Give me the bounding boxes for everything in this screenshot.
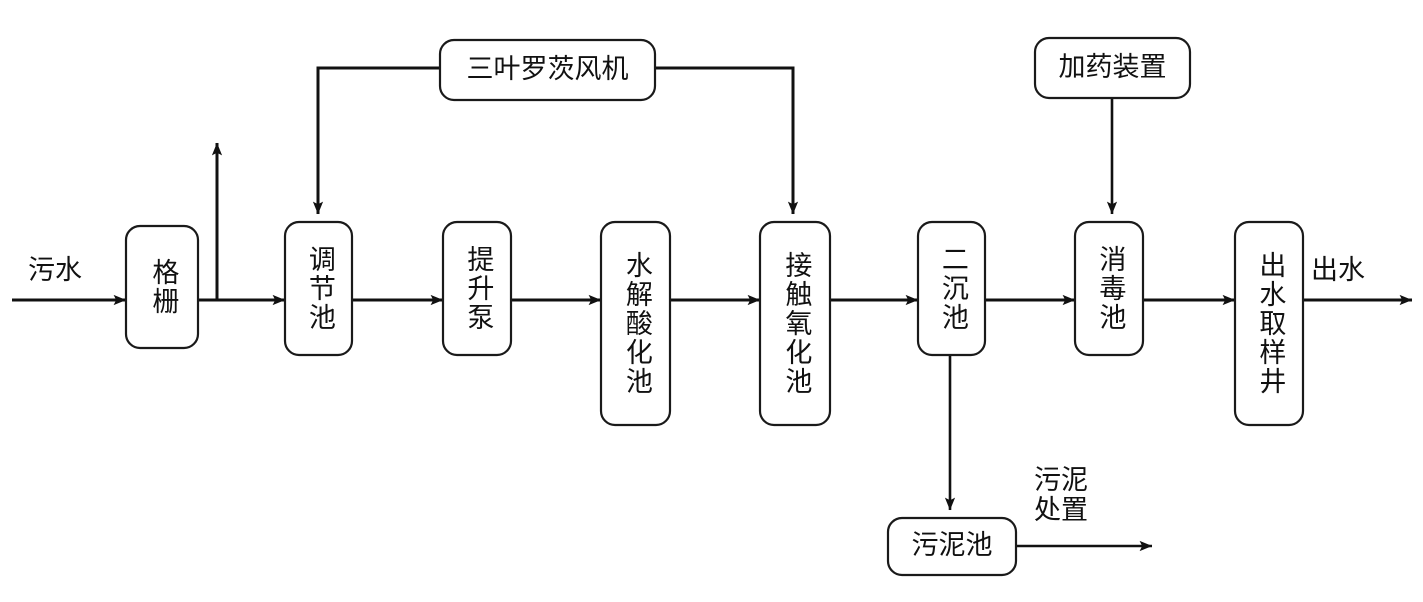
edge-blower-to-regulating-tank [312, 66, 440, 215]
label-sludge-disposal: 污泥 处置 [1034, 465, 1088, 527]
node-contact-oxidation-tank[interactable] [758, 220, 832, 427]
node-secondary-settling-tank[interactable] [916, 220, 987, 357]
node-lift-pump[interactable] [441, 220, 513, 357]
node-dosing-device[interactable] [1033, 36, 1192, 100]
node-effluent-sampling-well[interactable] [1233, 220, 1305, 427]
node-hydrolysis-acidification-tank[interactable] [599, 220, 672, 427]
node-grate[interactable] [124, 224, 200, 350]
node-regulating-tank[interactable] [283, 220, 354, 357]
label-influent: 污水 [28, 255, 82, 286]
label-effluent: 出水 [1311, 255, 1365, 286]
edge-blower-to-contact-oxidation-tank [655, 66, 799, 215]
node-disinfection-tank[interactable] [1073, 220, 1145, 357]
node-sludge-tank[interactable] [886, 516, 1018, 577]
node-roots-blower[interactable] [438, 38, 657, 102]
